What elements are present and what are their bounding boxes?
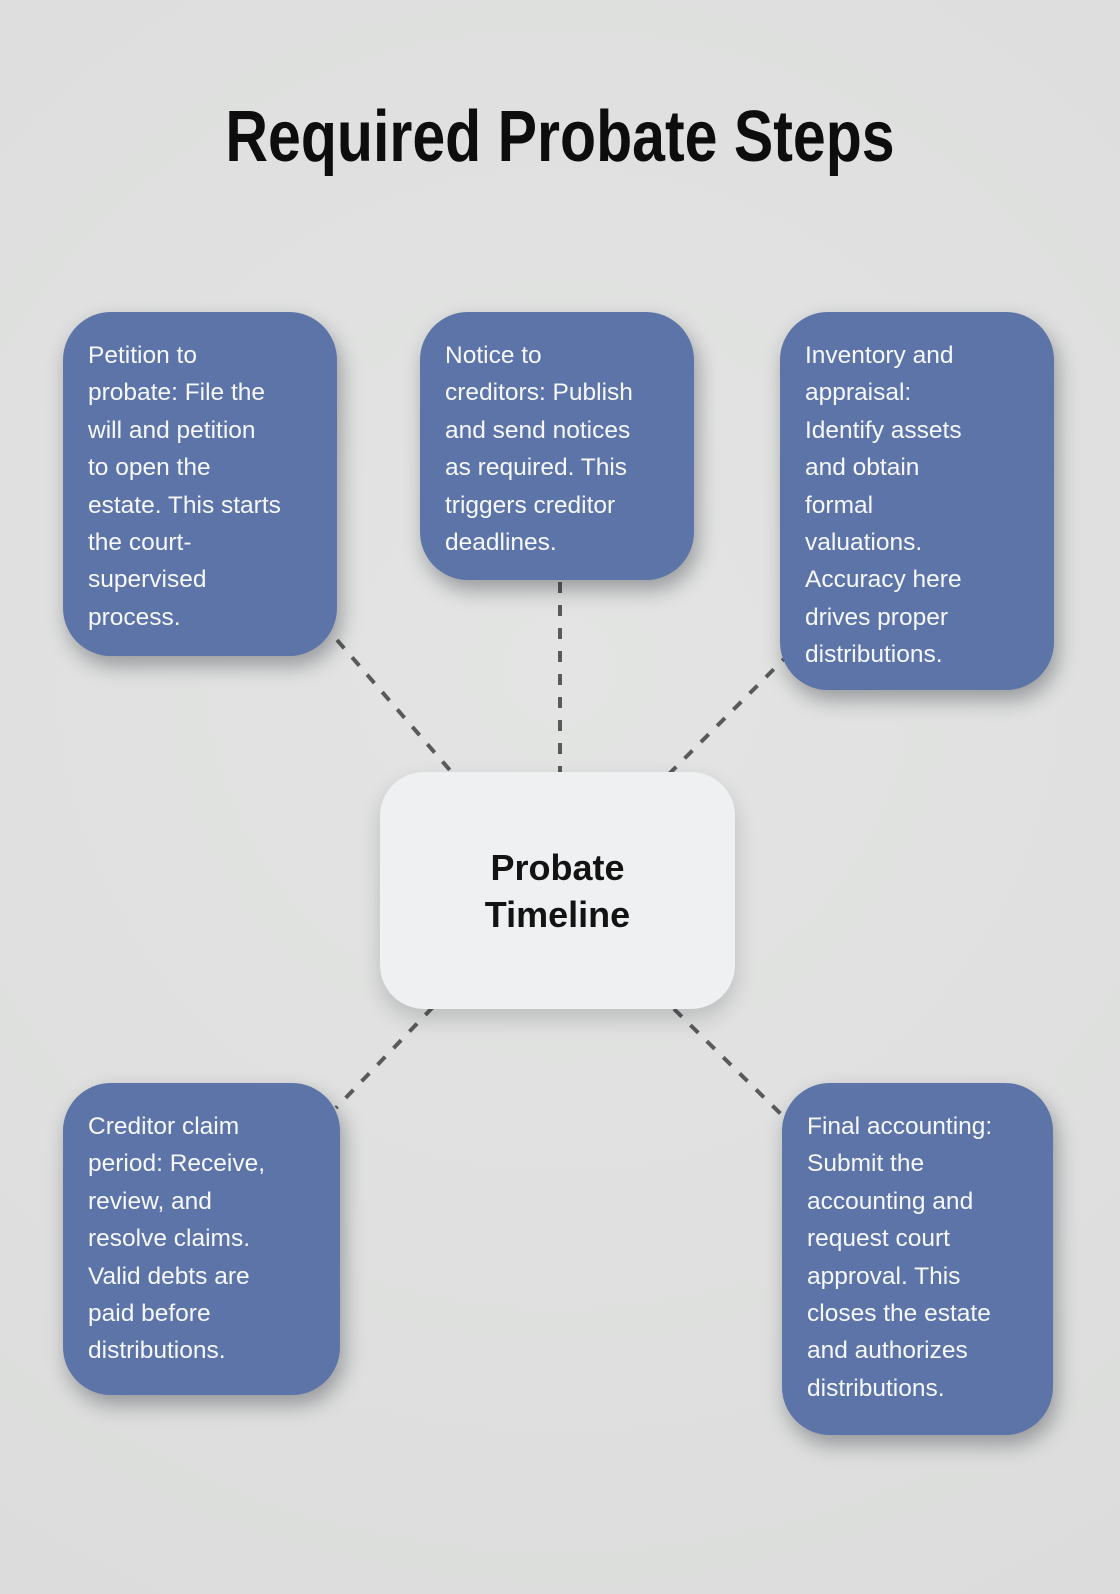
connector-creditor-claim bbox=[334, 1005, 435, 1110]
node-petition-to-probate: Petition to probate: File the will and p… bbox=[63, 312, 337, 656]
center-node-label: Probate Timeline bbox=[484, 846, 631, 935]
connector-final-accounting bbox=[672, 1007, 788, 1121]
connector-inventory bbox=[663, 651, 792, 780]
page-title: Required Probate Steps bbox=[225, 97, 895, 177]
node-notice-to-creditors: Notice to creditors: Publish and send no… bbox=[420, 312, 694, 580]
connector-petition bbox=[335, 638, 457, 778]
node-creditor-claim-period: Creditor claim period: Receive, review, … bbox=[63, 1083, 340, 1395]
node-inventory-and-appraisal: Inventory and appraisal: Identify assets… bbox=[780, 312, 1054, 690]
node-final-accounting: Final accounting: Submit the accounting … bbox=[782, 1083, 1053, 1435]
center-node-probate-timeline: Probate Timeline bbox=[380, 772, 735, 1009]
